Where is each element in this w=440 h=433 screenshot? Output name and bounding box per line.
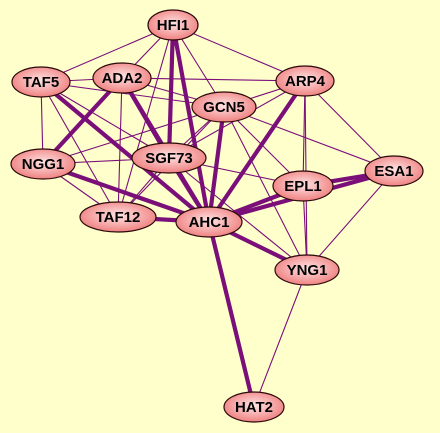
edge-hfi1-ahc1	[170, 22, 212, 225]
node-label: EPL1	[284, 178, 322, 195]
node-shape	[364, 155, 424, 187]
edge-gcn5-ahc1	[206, 104, 227, 225]
node-shape	[79, 201, 157, 233]
node-shape	[147, 9, 199, 41]
edge-arp4-ahc1	[206, 78, 308, 225]
node-shape	[11, 66, 71, 98]
node-epl1[interactable]: EPL1	[272, 170, 334, 202]
edge-taf5-taf12	[40, 81, 119, 218]
edge-arp4-esa1	[304, 80, 395, 172]
node-sgf73[interactable]: SGF73	[131, 142, 207, 174]
edge-ada2-taf12	[117, 77, 123, 218]
edge-gcn5-esa1	[223, 106, 395, 172]
node-hfi1[interactable]: HFI1	[147, 9, 199, 41]
node-shape	[274, 254, 340, 286]
edge-ahc1-hat2	[206, 219, 257, 410]
node-shape	[10, 148, 76, 180]
node-label: AHC1	[189, 214, 230, 231]
node-label: GCN5	[203, 99, 245, 116]
edge-taf5-ahc1	[38, 79, 212, 225]
node-gcn5[interactable]: GCN5	[191, 91, 257, 123]
node-shape	[191, 91, 257, 123]
node-shape	[272, 170, 334, 202]
node-label: NGG1	[22, 156, 65, 173]
edge-esa1-yng1	[306, 170, 395, 271]
node-yng1[interactable]: YNG1	[274, 254, 340, 286]
node-label: TAF12	[96, 209, 141, 226]
node-shape	[223, 391, 285, 423]
node-esa1[interactable]: ESA1	[364, 155, 424, 187]
node-label: TAF5	[23, 74, 59, 91]
node-label: HFI1	[157, 17, 190, 34]
node-label: ARP4	[285, 73, 326, 90]
node-taf12[interactable]: TAF12	[79, 201, 157, 233]
node-label: SGF73	[145, 150, 193, 167]
node-hat2[interactable]: HAT2	[223, 391, 285, 423]
edge-yng1-hat2	[253, 269, 308, 408]
node-shape	[92, 62, 152, 94]
node-shape	[131, 142, 207, 174]
node-label: YNG1	[287, 262, 328, 279]
edge-ada2-arp4	[121, 77, 306, 82]
node-label: HAT2	[235, 399, 273, 416]
edge-gcn5-yng1	[223, 106, 308, 271]
edge-ngg1-ahc1	[40, 161, 212, 225]
node-ada2[interactable]: ADA2	[92, 62, 152, 94]
node-ngg1[interactable]: NGG1	[10, 148, 76, 180]
node-shape	[175, 206, 243, 238]
node-arp4[interactable]: ARP4	[275, 65, 335, 97]
node-label: ADA2	[102, 70, 143, 87]
node-taf5[interactable]: TAF5	[11, 66, 71, 98]
node-shape	[275, 65, 335, 97]
node-label: ESA1	[374, 163, 413, 180]
edge-gcn5-ngg1	[42, 106, 225, 165]
node-ahc1[interactable]: AHC1	[175, 206, 243, 238]
